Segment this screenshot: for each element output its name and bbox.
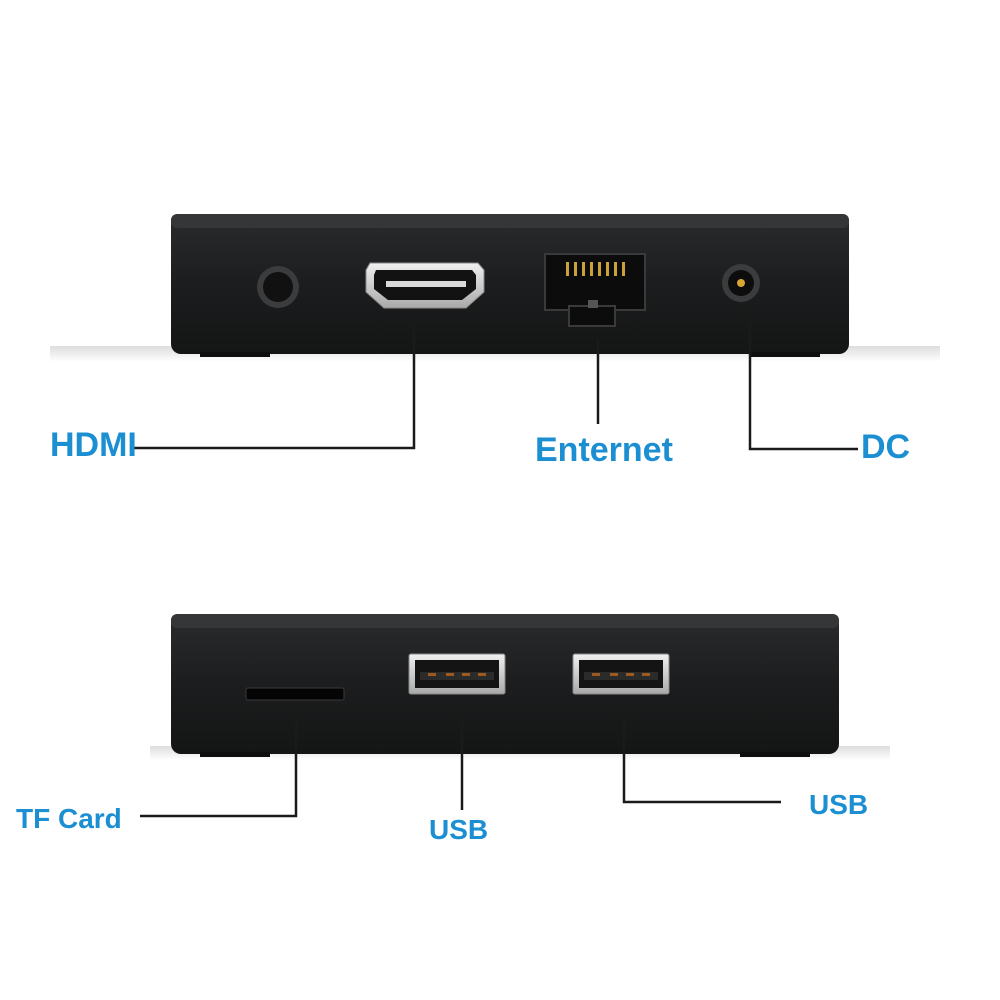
usb-port-1 (408, 653, 506, 695)
leader-line-dc (748, 308, 858, 451)
usb-port-2 (572, 653, 670, 695)
leader-line-usb-2 (622, 704, 781, 804)
label-ethernet: Enternet (535, 431, 673, 469)
label-usb-1: USB (429, 814, 489, 845)
label-tf-card: TF Card (16, 803, 122, 834)
device-top-edge (171, 614, 839, 628)
ethernet-port (544, 253, 646, 327)
device-top-edge (171, 214, 849, 228)
leader-line-tf-card (140, 718, 298, 818)
foot-right (750, 352, 820, 357)
label-usb-2: USB (809, 789, 869, 820)
leader-line-hdmi (134, 325, 416, 450)
foot-left (200, 752, 270, 757)
hdmi-port (365, 262, 485, 309)
tf-card-slot (245, 687, 345, 701)
device-side-view (150, 614, 890, 760)
device-body (171, 214, 849, 354)
dc-port (722, 264, 760, 302)
foot-left (200, 352, 270, 357)
label-dc: DC (861, 428, 911, 466)
foot-right (740, 752, 810, 757)
av-port (257, 266, 299, 308)
device-rear-view (50, 214, 940, 362)
label-hdmi: HDMI (50, 426, 137, 464)
